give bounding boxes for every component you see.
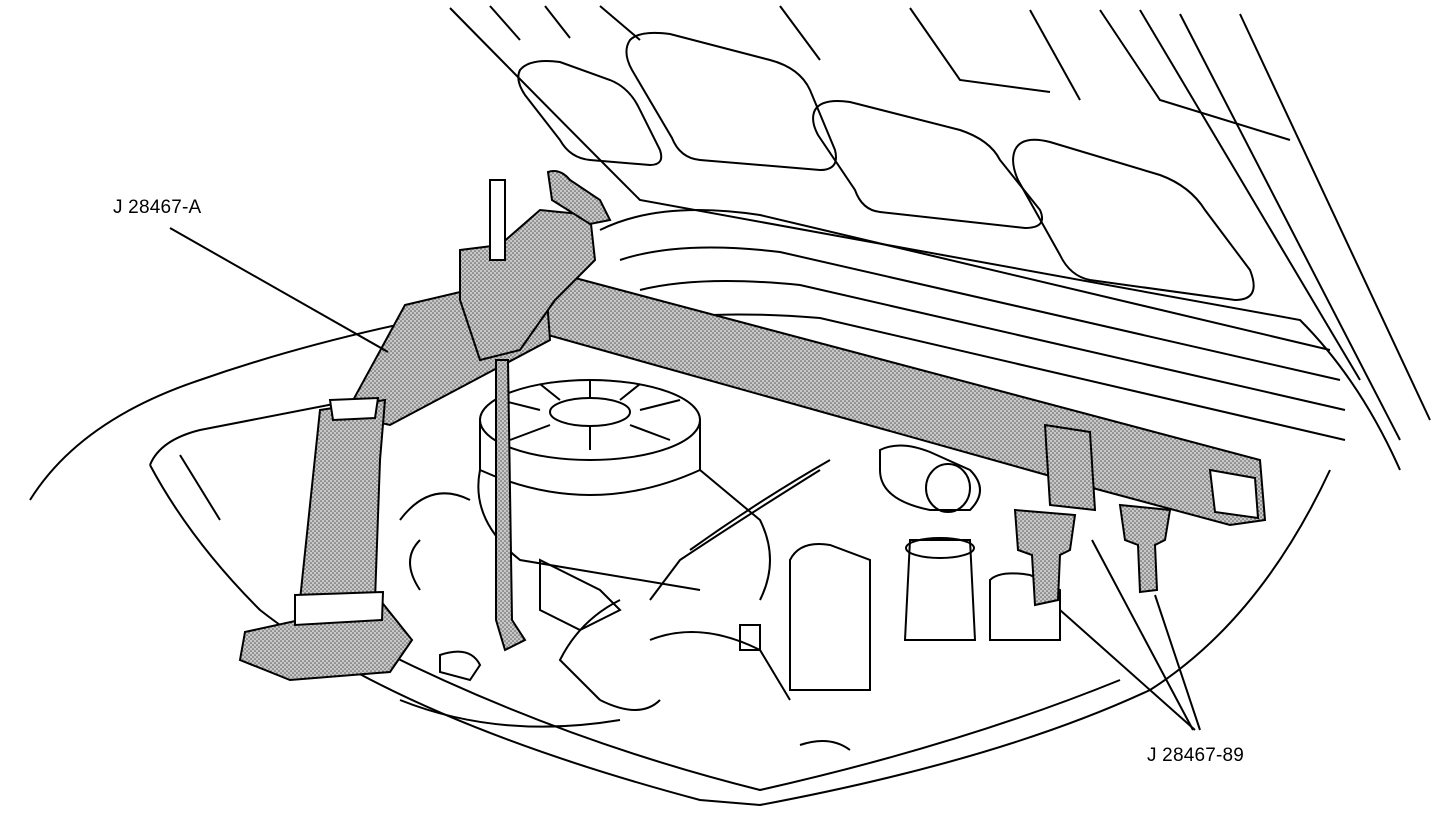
hook-rod <box>495 359 527 652</box>
leader-line-fixture <box>169 227 389 353</box>
callout-support-legs: J 28467-89 <box>1147 745 1245 766</box>
leader-line-leg-3 <box>1154 594 1201 731</box>
engine <box>399 379 1061 751</box>
leader-lines <box>169 227 1201 731</box>
right-bracket <box>1043 423 1097 512</box>
support-leg-2 <box>1118 503 1172 594</box>
leader-line-leg-2 <box>1091 539 1194 731</box>
support-leg-1 <box>1013 508 1077 607</box>
engine-compartment <box>29 319 1331 807</box>
callout-engine-support-fixture: J 28467-A <box>113 197 202 218</box>
leader-line-leg-1 <box>1059 609 1196 731</box>
support-fixture <box>238 170 1267 682</box>
left-leg <box>298 398 387 601</box>
